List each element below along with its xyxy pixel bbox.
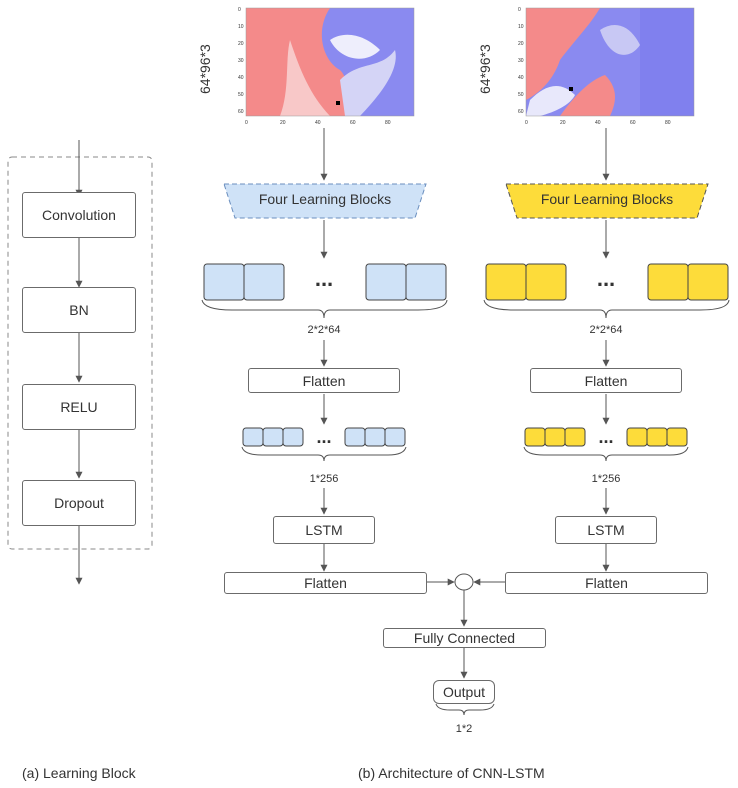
- four-learning-blocks-left-label: Four Learning Blocks: [258, 191, 392, 207]
- shape-after-flatten-right: 1*256: [591, 473, 621, 485]
- heatmap-x-tick: 60: [350, 120, 356, 126]
- flat-vector-cell: [524, 427, 546, 447]
- heatmap-x-tick: 20: [560, 120, 566, 126]
- flat-vector-cell: [344, 427, 366, 447]
- heatmap-y-tick: 50: [518, 92, 524, 98]
- flat-vector-cell: [666, 427, 688, 447]
- feature-map-block: [203, 263, 245, 301]
- heatmap-y-tick: 30: [238, 58, 244, 64]
- flatten-left: Flatten: [248, 368, 400, 393]
- fully-connected: Fully Connected: [383, 628, 546, 648]
- heatmap-x-tick: 40: [315, 120, 321, 126]
- output-shape: 1*2: [455, 723, 473, 735]
- input-shape-right: 64*96*3: [477, 44, 493, 94]
- flat-vector-cell: [626, 427, 648, 447]
- heatmap-y-tick: 40: [238, 75, 244, 81]
- heatmap-y-tick: 0: [238, 7, 241, 13]
- input-shape-left: 64*96*3: [197, 44, 213, 94]
- heatmap-left: [245, 7, 415, 117]
- ellipsis-small-left: ...: [316, 427, 332, 447]
- feature-map-block: [647, 263, 689, 301]
- flat-vector-cell: [242, 427, 264, 447]
- shape-after-blocks-left: 2*2*64: [307, 324, 341, 336]
- heatmap-x-tick: 0: [245, 120, 248, 126]
- flat-vector-cell: [646, 427, 668, 447]
- caption-architecture: (b) Architecture of CNN-LSTM: [358, 765, 545, 781]
- heatmap-y-tick: 10: [518, 24, 524, 30]
- convolution-step: Convolution: [22, 192, 136, 238]
- heatmap-y-tick: 50: [238, 92, 244, 98]
- heatmap-y-tick: 0: [518, 7, 521, 13]
- heatmap-y-tick: 60: [518, 109, 524, 115]
- flat-vector-cell: [262, 427, 284, 447]
- heatmap-y-tick: 40: [518, 75, 524, 81]
- flatten-merge-left: Flatten: [224, 572, 427, 594]
- feature-map-block: [365, 263, 407, 301]
- flatten-right: Flatten: [530, 368, 682, 393]
- heatmap-x-tick: 0: [525, 120, 528, 126]
- caption-learning-block: (a) Learning Block: [22, 765, 136, 781]
- feature-map-block: [405, 263, 447, 301]
- ellipsis-small-right: ...: [598, 427, 614, 447]
- shape-after-flatten-left: 1*256: [309, 473, 339, 485]
- dropout-step: Dropout: [22, 480, 136, 526]
- lstm-right: LSTM: [555, 516, 657, 544]
- heatmap-x-tick: 80: [385, 120, 391, 126]
- heatmap-y-tick: 20: [518, 41, 524, 47]
- bn-step: BN: [22, 287, 136, 333]
- concat-node: [454, 573, 474, 591]
- feature-map-block: [485, 263, 527, 301]
- feature-map-block: [687, 263, 729, 301]
- heatmap-y-tick: 10: [238, 24, 244, 30]
- four-learning-blocks-right: [505, 183, 709, 219]
- heatmap-right: [525, 7, 695, 117]
- heatmap-y-tick: 60: [238, 109, 244, 115]
- relu-step: RELU: [22, 384, 136, 430]
- flatten-merge-right: Flatten: [505, 572, 708, 594]
- flat-vector-cell: [384, 427, 406, 447]
- shape-after-blocks-right: 2*2*64: [589, 324, 623, 336]
- four-learning-blocks-left: [223, 183, 427, 219]
- heatmap-x-tick: 80: [665, 120, 671, 126]
- flat-vector-cell: [364, 427, 386, 447]
- heatmap-y-tick: 20: [238, 41, 244, 47]
- ellipsis-right: ...: [596, 266, 616, 291]
- ellipsis-left: ...: [314, 266, 334, 291]
- feature-map-block: [243, 263, 285, 301]
- feature-map-block: [525, 263, 567, 301]
- flat-vector-cell: [544, 427, 566, 447]
- output-node: Output: [433, 680, 495, 704]
- four-learning-blocks-right-label: Four Learning Blocks: [540, 191, 674, 207]
- heatmap-x-tick: 20: [280, 120, 286, 126]
- lstm-left: LSTM: [273, 516, 375, 544]
- learning-block-container: [7, 156, 153, 550]
- heatmap-x-tick: 60: [630, 120, 636, 126]
- flat-vector-cell: [282, 427, 304, 447]
- heatmap-y-tick: 30: [518, 58, 524, 64]
- heatmap-x-tick: 40: [595, 120, 601, 126]
- flat-vector-cell: [564, 427, 586, 447]
